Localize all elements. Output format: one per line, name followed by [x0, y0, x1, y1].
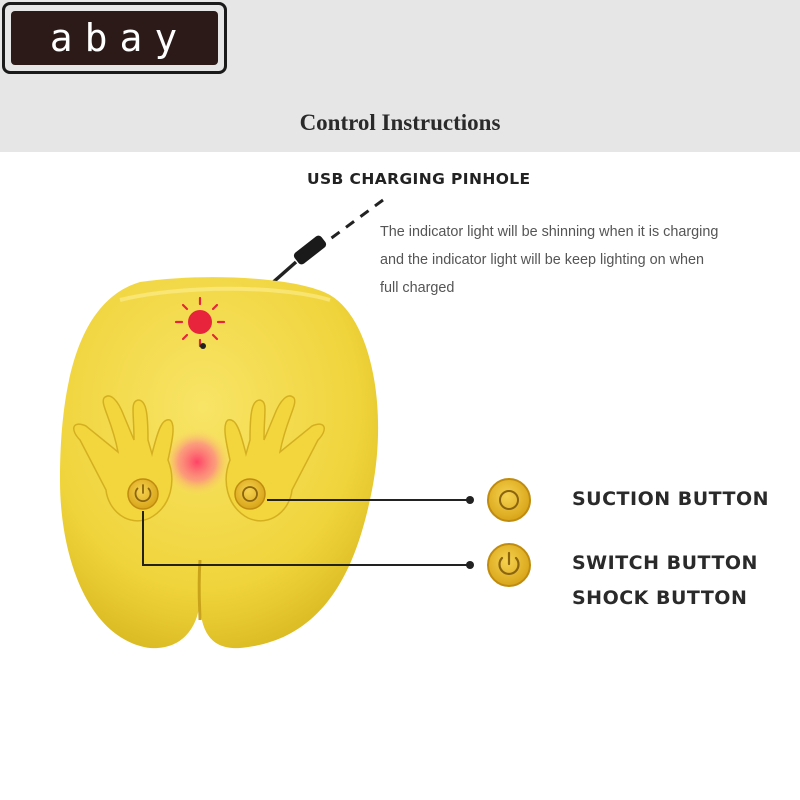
leader-dot [466, 561, 474, 569]
leader-dot [466, 496, 474, 504]
power-icon [487, 543, 531, 587]
vibration-glow [163, 428, 231, 496]
leader-lines [142, 499, 470, 566]
usb-charging-title: USB CHARGING PINHOLE [307, 170, 531, 188]
usb-desc-line: The indicator light will be shinning whe… [380, 224, 719, 240]
device-power-button[interactable] [127, 478, 159, 510]
brand-logo-plate: abay [11, 11, 218, 65]
indicator-light-icon [174, 296, 226, 349]
page-title: Control Instructions [299, 110, 501, 135]
usb-charging-description: The indicator light will be shinning whe… [380, 218, 790, 302]
device-suction-button[interactable] [234, 478, 266, 510]
usb-desc-line: and the indicator light will be keep lig… [380, 252, 705, 268]
brand-logo-text: abay [49, 16, 190, 60]
suction-button-icon [487, 478, 531, 522]
suction-button-label: SUCTION BUTTON [572, 488, 770, 510]
switch-button-label: SWITCH BUTTON [572, 552, 758, 574]
usb-desc-line: full charged [380, 280, 455, 296]
brand-logo: abay [2, 2, 227, 74]
shock-button-label: SHOCK BUTTON [572, 587, 748, 609]
